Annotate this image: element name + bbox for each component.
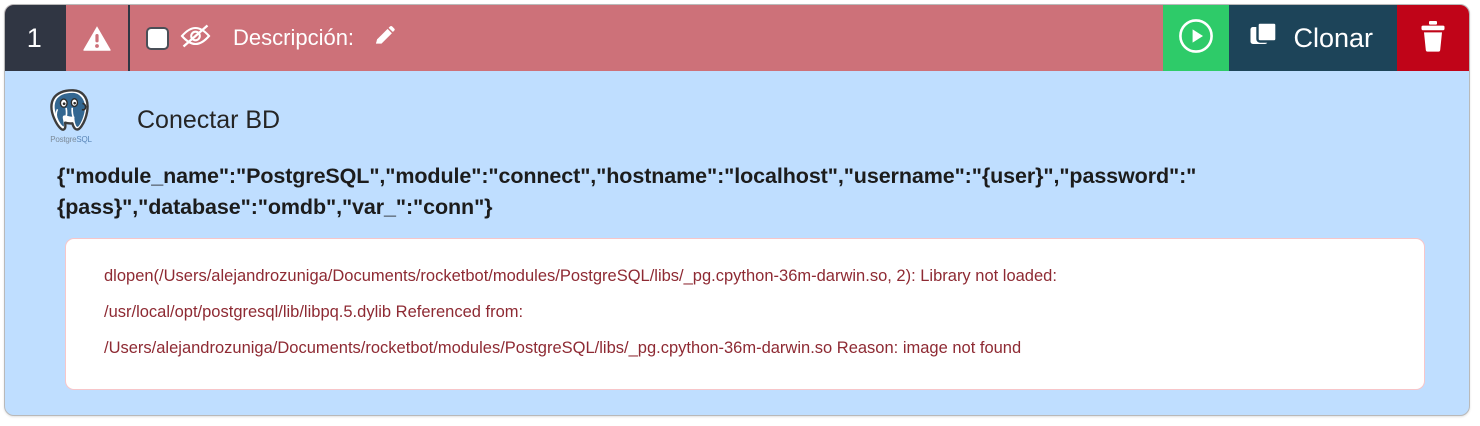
step-header-bar: 1: [5, 5, 1469, 71]
postgresql-logo-caption: PostgreSQL: [39, 135, 103, 144]
trash-icon: [1418, 19, 1448, 58]
error-line: /Users/alejandrozuniga/Documents/rocketb…: [104, 338, 1022, 357]
select-step-checkbox[interactable]: [146, 26, 169, 50]
pencil-icon[interactable]: [373, 25, 395, 52]
delete-step-button[interactable]: [1397, 5, 1469, 71]
header-left-tools: Descripción:: [130, 5, 395, 71]
eye-slash-icon[interactable]: [179, 23, 211, 54]
step-number-text: 1: [26, 22, 43, 53]
task-step-card: 1: [4, 4, 1470, 416]
error-line: dlopen(/Users/alejandrozuniga/Documents/…: [104, 267, 1057, 286]
run-step-button[interactable]: [1163, 5, 1230, 71]
clone-button-label: Clonar: [1293, 22, 1373, 53]
error-message-box: dlopen(/Users/alejandrozuniga/Documents/…: [65, 238, 1425, 390]
copy-icon: [1249, 20, 1279, 57]
logo-caption-suffix: SQL: [76, 135, 92, 144]
node-parameters: {"module_name":"PostgreSQL","module":"co…: [57, 164, 1197, 219]
node-title: Conectar BD: [137, 105, 281, 134]
warning-status-button[interactable]: [64, 5, 130, 71]
postgresql-elephant-icon: PostgreSQL: [39, 88, 103, 152]
step-number-badge: 1: [5, 5, 64, 71]
description-label: Descripción:: [233, 25, 355, 50]
step-body: PostgreSQL Conectar BD {"module_name":"P…: [5, 71, 1469, 415]
logo-caption-prefix: Postgre: [50, 135, 77, 144]
node-title-row: PostgreSQL Conectar BD: [5, 85, 1469, 155]
warning-triangle-icon: [82, 24, 112, 52]
error-line: /usr/local/opt/postgresql/lib/libpq.5.dy…: [104, 303, 524, 321]
clone-step-button[interactable]: Clonar: [1229, 5, 1397, 71]
play-icon: [1178, 18, 1214, 59]
header-spacer: [395, 5, 1163, 71]
